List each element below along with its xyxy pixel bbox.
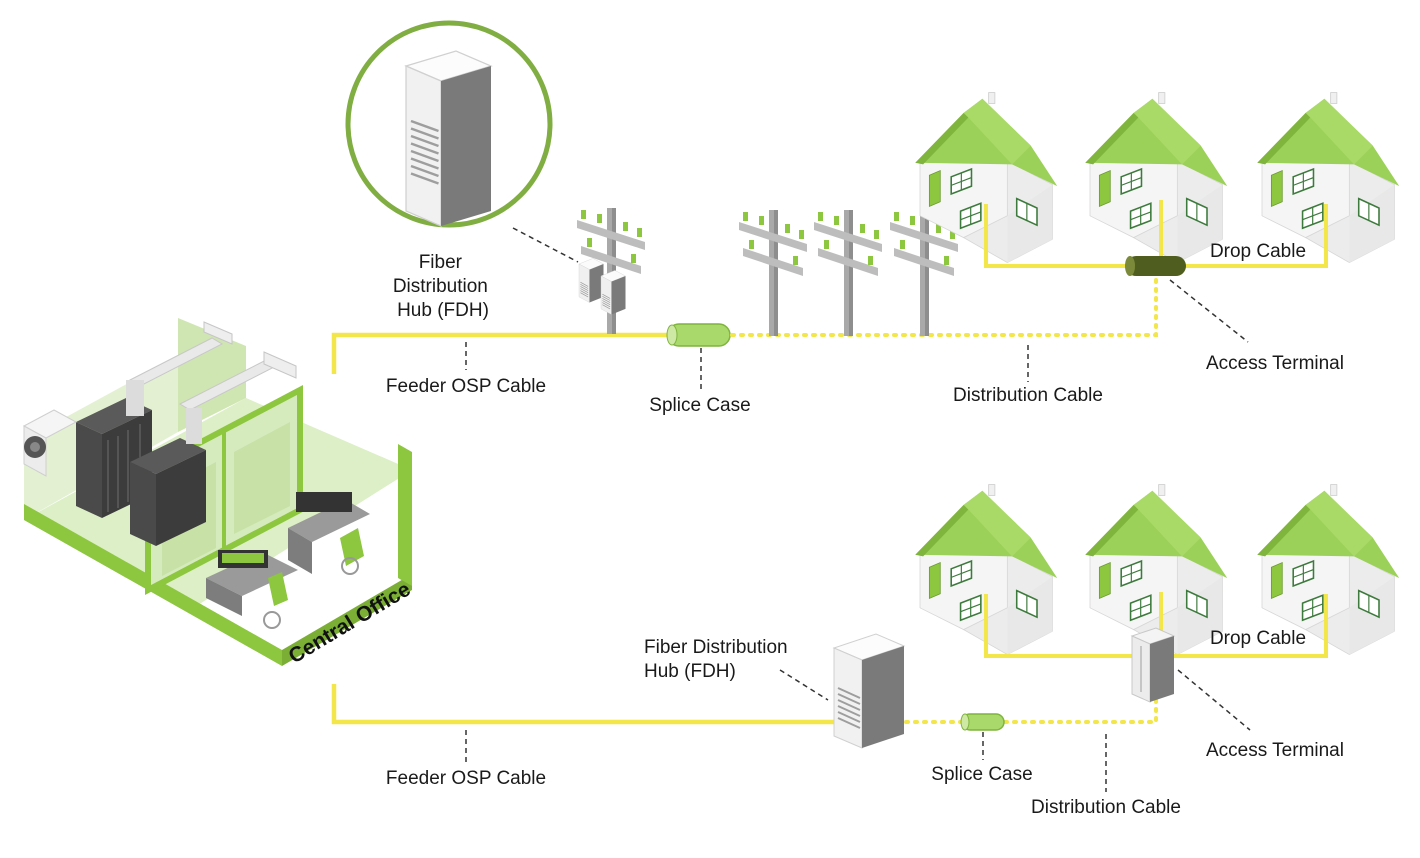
- house-top-2: [1084, 91, 1229, 264]
- distribution-cable-top: [730, 274, 1158, 337]
- splice-case-bottom: [960, 713, 1005, 731]
- central-office-building: [22, 318, 412, 666]
- fdh-top-label: Fiber Distribution Hub (FDH): [393, 252, 493, 321]
- splice-case-top: [666, 323, 731, 347]
- access-top-label: Access Terminal: [1206, 353, 1344, 374]
- access-bottom-label: Access Terminal: [1206, 740, 1344, 761]
- feeder-cable-bottom: [331, 684, 840, 725]
- feeder-top-label: Feeder OSP Cable: [386, 376, 546, 397]
- access-terminal-bottom: [1130, 627, 1176, 703]
- central-office-label: Central Office: [285, 578, 415, 669]
- fdh-bottom-leader: [779, 669, 829, 701]
- fdh-zoom-circle: [345, 20, 553, 228]
- utility-pole: [739, 210, 807, 336]
- access-bottom-leader: [1177, 669, 1251, 731]
- distribution-top-label: Distribution Cable: [953, 385, 1103, 406]
- utility-pole: [814, 210, 882, 336]
- utility-pole-with-fdh: [577, 208, 645, 334]
- feeder-cable-top: [331, 332, 668, 374]
- distribution-bottom-label: Distribution Cable: [1031, 797, 1181, 818]
- house-top-3: [1256, 91, 1401, 264]
- fdh-bottom-label: Fiber Distribution Hub (FDH): [644, 637, 793, 682]
- drop-top-label: Drop Cable: [1210, 241, 1306, 262]
- access-top-leader: [1169, 279, 1249, 343]
- drop-bottom-label: Drop Cable: [1210, 628, 1306, 649]
- splice-top-label: Splice Case: [649, 395, 750, 416]
- feeder-bottom-label: Feeder OSP Cable: [386, 768, 546, 789]
- distribution-cable-bottom: [904, 698, 1158, 724]
- access-terminal-top: [1125, 256, 1186, 276]
- splice-bottom-label: Splice Case: [931, 764, 1032, 785]
- fdh-top-leader: [512, 227, 579, 263]
- fdh-cabinet-bottom: [832, 633, 906, 749]
